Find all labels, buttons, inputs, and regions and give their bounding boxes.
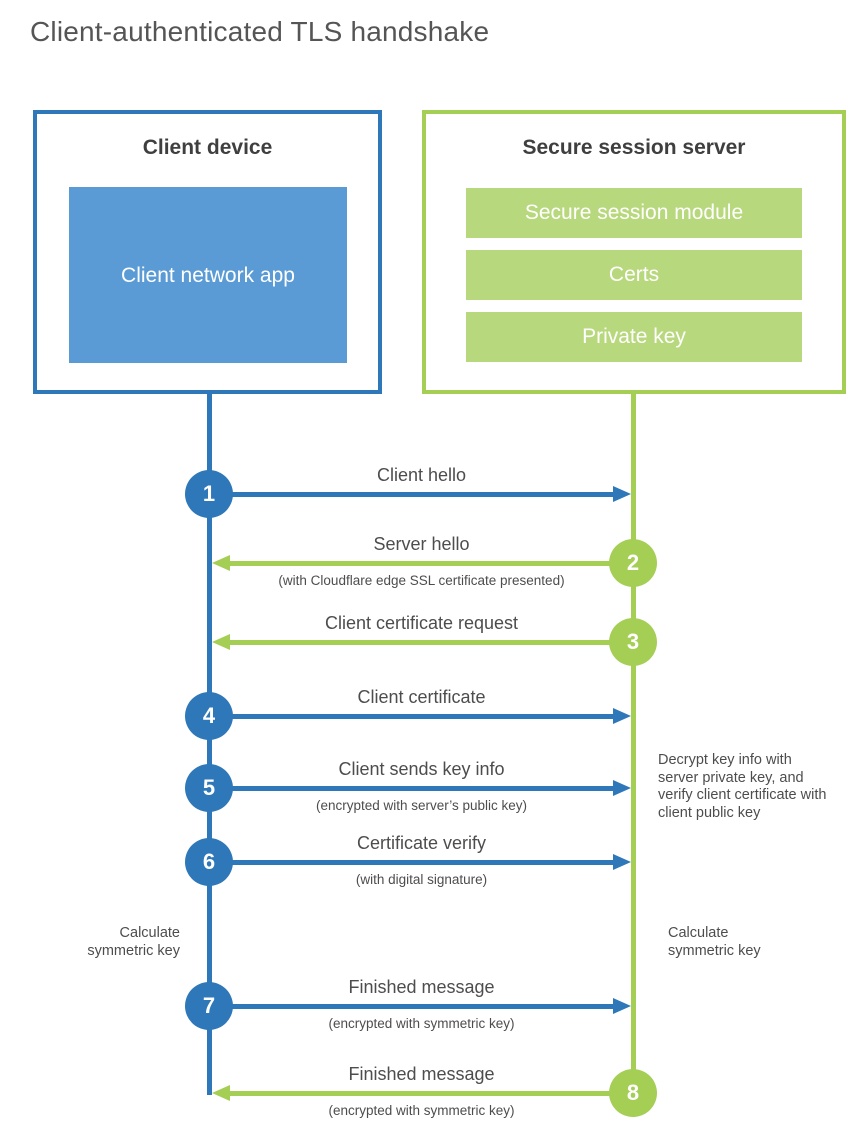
client-network-app-rect: Client network app	[69, 187, 347, 363]
step-3-label: Client certificate request	[324, 613, 519, 633]
step-4-arrow-shaft	[231, 714, 614, 719]
arrow-right-icon	[613, 998, 631, 1014]
step-7-label: Finished message	[348, 977, 495, 997]
step-5-arrow-shaft	[231, 786, 614, 791]
step-4-label: Client certificate	[357, 687, 486, 707]
page-title: Client-authenticated TLS handshake	[30, 16, 490, 47]
step-8-label: Finished message	[348, 1064, 495, 1084]
server-lifeline	[631, 392, 636, 1093]
step-1-arrow-shaft	[231, 492, 614, 497]
server-module-private-key: Private key	[466, 312, 802, 362]
client-device-box: Client device Client network app	[33, 110, 382, 394]
arrow-left-icon	[212, 1085, 230, 1101]
arrow-right-icon	[613, 708, 631, 724]
arrow-right-icon	[613, 780, 631, 796]
step-7-arrow-shaft	[231, 1004, 614, 1009]
step-5-label: Client sends key info	[338, 759, 505, 779]
step-8-number-badge: 8	[609, 1069, 657, 1117]
step-4-number-badge: 4	[185, 692, 233, 740]
step-5-sublabel: (encrypted with server’s public key)	[315, 798, 528, 813]
step-8-sublabel: (encrypted with symmetric key)	[328, 1103, 515, 1118]
client-network-app-label: Client network app	[121, 263, 295, 287]
arrow-left-icon	[212, 555, 230, 571]
calculate-symmetric-key-note-client: Calculate symmetric key	[87, 925, 180, 959]
client-lifeline	[207, 392, 212, 1095]
step-7-sublabel: (encrypted with symmetric key)	[328, 1016, 515, 1031]
secure-session-server-box: Secure session server Secure session mod…	[422, 110, 846, 394]
server-module-certs: Certs	[466, 250, 802, 300]
step-8-arrow-shaft	[229, 1091, 611, 1096]
step-6-number-badge: 6	[185, 838, 233, 886]
secure-session-server-title: Secure session server	[522, 136, 746, 159]
step-3-number-badge: 3	[609, 618, 657, 666]
step-2-label: Server hello	[373, 534, 470, 554]
client-device-title: Client device	[142, 136, 273, 159]
decrypt-note: Decrypt key info with server private key…	[658, 752, 827, 821]
server-module-secure-session: Secure session module	[466, 188, 802, 238]
step-5-number-badge: 5	[185, 764, 233, 812]
step-6-label: Certificate verify	[356, 833, 487, 853]
step-2-sublabel: (with Cloudflare edge SSL certificate pr…	[278, 573, 565, 588]
arrow-right-icon	[613, 854, 631, 870]
step-1-number-badge: 1	[185, 470, 233, 518]
calculate-symmetric-key-note-server: Calculate symmetric key	[668, 925, 761, 959]
step-1-label: Client hello	[376, 465, 467, 485]
step-6-arrow-shaft	[231, 860, 614, 865]
arrow-right-icon	[613, 486, 631, 502]
arrow-left-icon	[212, 634, 230, 650]
step-2-arrow-shaft	[229, 561, 611, 566]
step-6-sublabel: (with digital signature)	[355, 872, 488, 887]
step-2-number-badge: 2	[609, 539, 657, 587]
step-7-number-badge: 7	[185, 982, 233, 1030]
step-3-arrow-shaft	[229, 640, 611, 645]
